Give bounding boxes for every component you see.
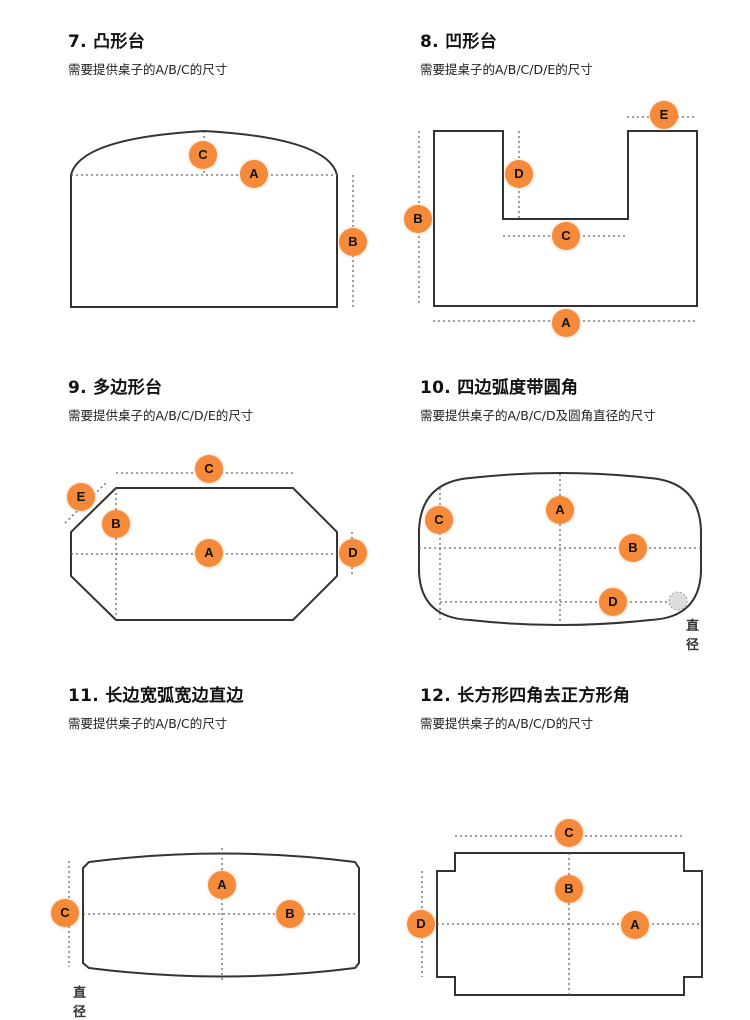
label-badge-c: C bbox=[552, 222, 580, 250]
label-badge-d: D bbox=[407, 910, 435, 938]
label-badge-d: D bbox=[505, 160, 533, 188]
panel-title: 10. 四边弧度带圆角 bbox=[420, 378, 579, 398]
panel-subtitle: 需要提供桌子的A/B/C/D及圆角直径的尺寸 bbox=[420, 408, 656, 423]
label-badge-c: C bbox=[189, 141, 217, 169]
panel-title: 7. 凸形台 bbox=[68, 32, 146, 52]
table-outline bbox=[418, 472, 702, 626]
label-badge-a: A bbox=[208, 871, 236, 899]
diameter-note: 直径 bbox=[686, 619, 700, 653]
panel-subtitle: 需要提供桌子的A/B/C的尺寸 bbox=[68, 716, 228, 731]
panel-title: 9. 多边形台 bbox=[68, 378, 163, 398]
panel-subtitle: 需要提供桌子的A/B/C/D/E的尺寸 bbox=[68, 408, 254, 423]
panel-title: 12. 长方形四角去正方形角 bbox=[420, 686, 631, 706]
label-badge-e: E bbox=[67, 483, 95, 511]
label-badge-a: A bbox=[240, 160, 268, 188]
panel-subtitle: 需要提供桌子的A/B/C的尺寸 bbox=[68, 62, 228, 77]
panel-title: 8. 凹形台 bbox=[420, 32, 498, 52]
label-badge-d: D bbox=[339, 539, 367, 567]
table-outline bbox=[82, 852, 360, 978]
corner-diameter-marker bbox=[668, 591, 688, 611]
label-badge-b: B bbox=[555, 875, 583, 903]
label-badge-d: D bbox=[599, 588, 627, 616]
label-badge-b: B bbox=[276, 900, 304, 928]
label-badge-a: A bbox=[552, 309, 580, 337]
label-badge-c: C bbox=[425, 506, 453, 534]
label-badge-b: B bbox=[339, 228, 367, 256]
panel-subtitle: 需要提供桌子的A/B/C/D的尺寸 bbox=[420, 716, 594, 731]
panel-title: 11. 长边宽弧宽边直边 bbox=[68, 686, 244, 706]
panel-subtitle: 需要提桌子的A/B/C/D/E的尺寸 bbox=[420, 62, 593, 77]
table-outline bbox=[433, 130, 698, 307]
label-badge-e: E bbox=[650, 101, 678, 129]
label-badge-c: C bbox=[555, 819, 583, 847]
label-badge-a: A bbox=[195, 539, 223, 567]
label-badge-c: C bbox=[195, 455, 223, 483]
label-badge-b: B bbox=[102, 510, 130, 538]
label-badge-b: B bbox=[619, 534, 647, 562]
label-badge-c: C bbox=[51, 899, 79, 927]
table-outline bbox=[436, 852, 703, 996]
label-badge-a: A bbox=[621, 911, 649, 939]
label-badge-a: A bbox=[546, 496, 574, 524]
table-outline bbox=[70, 487, 338, 621]
label-badge-b: B bbox=[404, 205, 432, 233]
